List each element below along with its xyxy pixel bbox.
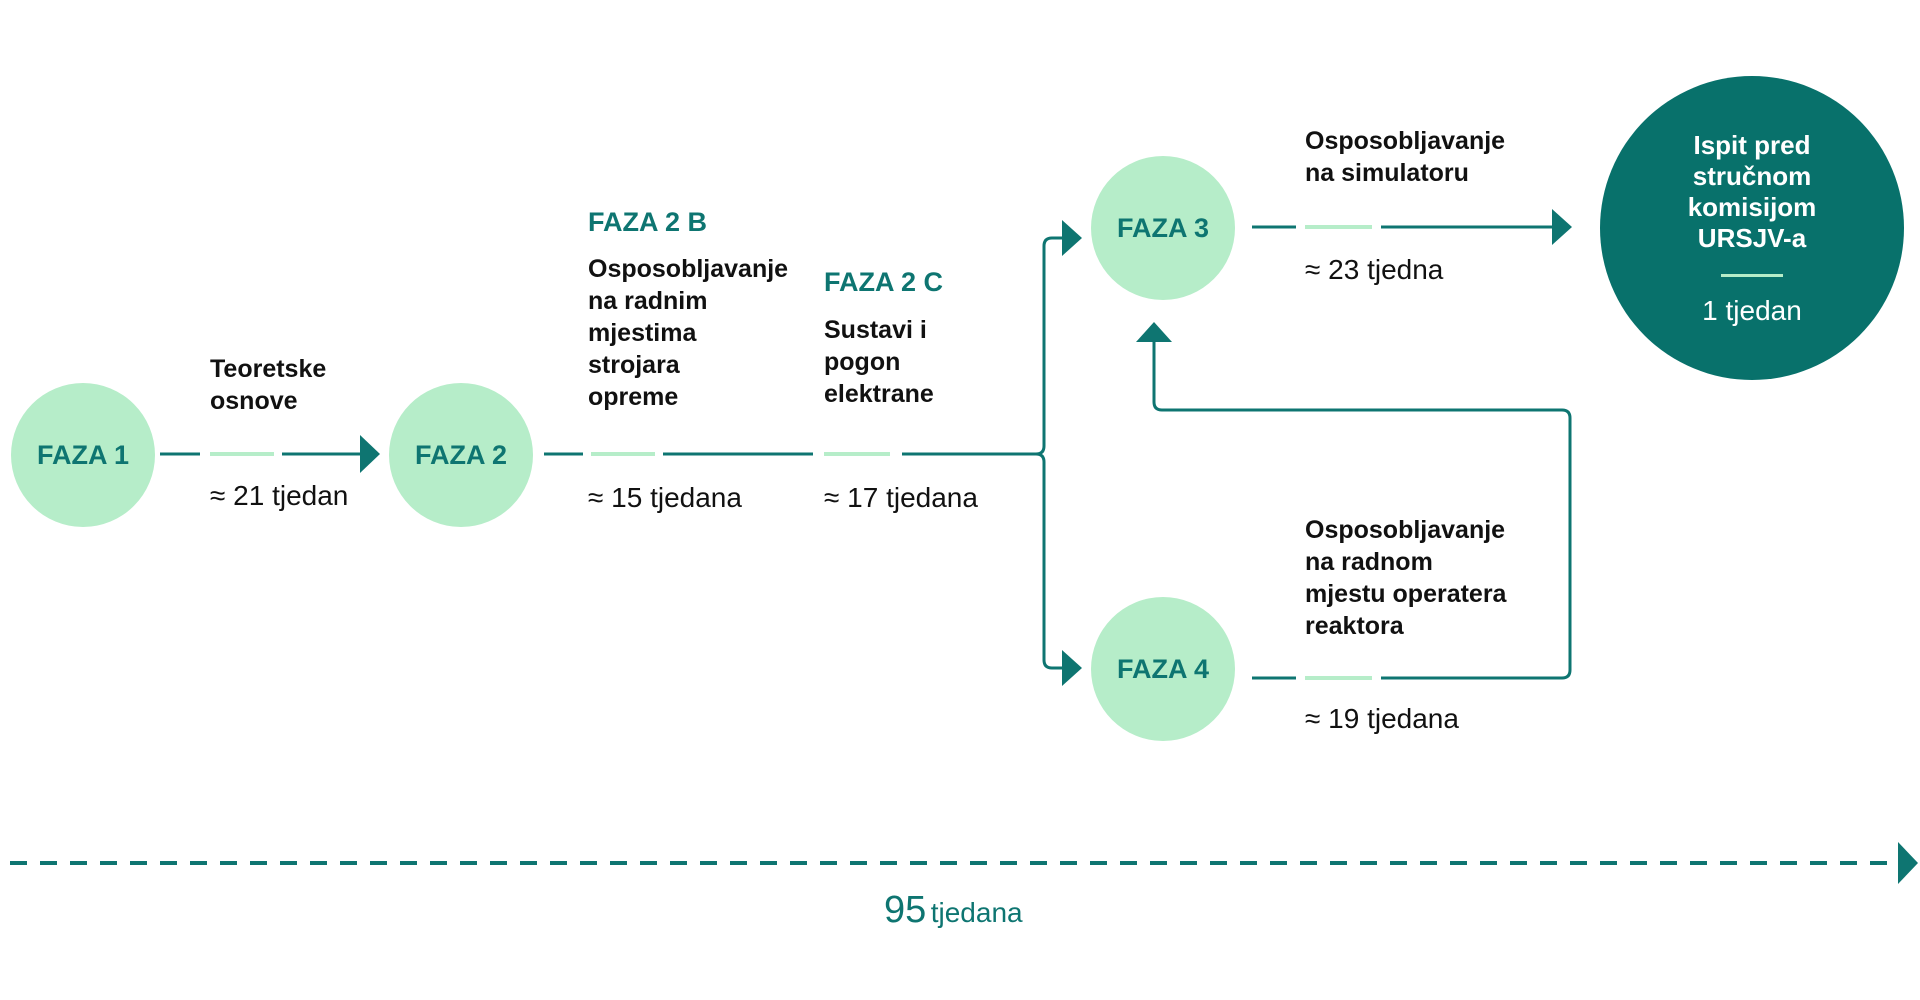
step-simulator-duration: ≈ 23 tjedna xyxy=(1305,254,1444,285)
final-exam-duration: 1 tjedan xyxy=(1702,294,1802,326)
step-faza2c-duration: ≈ 17 tjedana xyxy=(824,482,978,513)
branch-up-to-faza3 xyxy=(1035,236,1062,456)
step-faza2c-label: Sustavi i pogon elektrane xyxy=(824,316,934,408)
branch-down-to-faza4 xyxy=(1035,452,1062,670)
step-simulator-label: Osposobljavanje na simulatoru xyxy=(1305,127,1506,187)
arrowhead-to-faza2 xyxy=(360,435,380,473)
step-operater-label: Osposobljavanje na radnom mjestu operate… xyxy=(1305,516,1507,640)
node-faza1-label: FAZA 1 xyxy=(36,439,129,470)
arrowhead-up-to-faza3 xyxy=(1136,322,1172,342)
node-faza3-label: FAZA 3 xyxy=(1116,212,1209,243)
arrowhead-timeline xyxy=(1898,842,1918,884)
total-unit: tjedana xyxy=(930,897,1023,928)
arrowhead-to-final xyxy=(1552,209,1572,245)
node-final-exam: Ispit pred stručnom komisijom URSJV-a 1 … xyxy=(1600,76,1904,380)
final-exam-title: Ispit pred stručnom komisijom URSJV-a xyxy=(1687,129,1817,253)
node-faza4-label: FAZA 4 xyxy=(1116,653,1209,684)
final-exam-divider xyxy=(1721,273,1783,277)
node-faza4: FAZA 4 xyxy=(1091,597,1235,741)
arrowhead-to-faza4 xyxy=(1062,650,1082,686)
total-duration: 95 tjedana xyxy=(884,889,1023,932)
node-faza3: FAZA 3 xyxy=(1091,156,1235,300)
node-faza2-label: FAZA 2 xyxy=(414,439,507,470)
step-teoretske-label: Teoretske osnove xyxy=(210,355,327,415)
phase-faza2b-heading: FAZA 2 B xyxy=(588,207,708,237)
node-faza1: FAZA 1 xyxy=(11,383,155,527)
total-number: 95 xyxy=(884,889,927,931)
phase-faza2c-heading: FAZA 2 C xyxy=(824,267,944,297)
step-faza2b-duration: ≈ 15 tjedana xyxy=(588,482,742,513)
arrowhead-to-faza3 xyxy=(1062,220,1082,256)
loop-faza4-to-faza3 xyxy=(1152,340,1572,680)
step-teoretske-duration: ≈ 21 tjedan xyxy=(210,480,349,511)
step-faza2b-label: Osposobljavanje na radnim mjestima stroj… xyxy=(588,255,789,411)
node-faza2: FAZA 2 xyxy=(389,383,533,527)
step-operater-duration: ≈ 19 tjedana xyxy=(1305,703,1459,734)
